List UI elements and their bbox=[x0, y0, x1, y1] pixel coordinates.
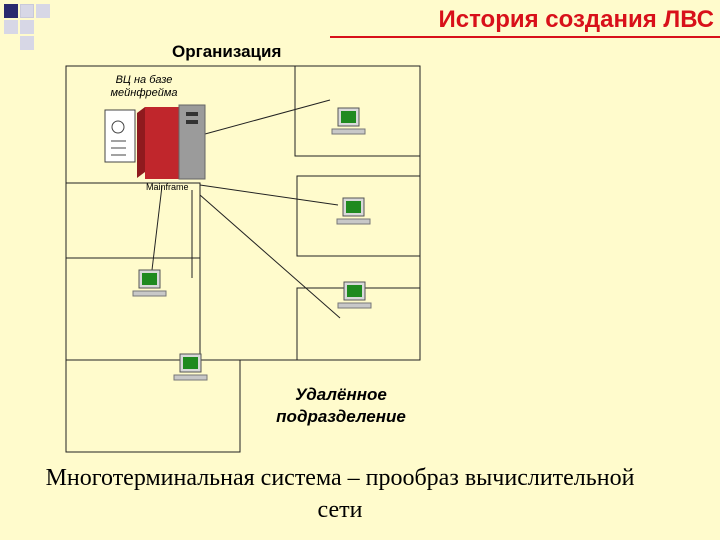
deco-square bbox=[20, 20, 34, 34]
connection-lines bbox=[151, 99, 341, 319]
title-underline bbox=[330, 36, 720, 38]
terminal-keyboard bbox=[132, 290, 167, 297]
remote-division-label: Удалённое подразделение bbox=[276, 385, 406, 426]
terminal-keyboard bbox=[331, 128, 366, 135]
slide-title: История создания ЛВС bbox=[438, 6, 715, 33]
terminal-keyboard bbox=[337, 302, 372, 309]
deco-square bbox=[4, 4, 18, 18]
deco-square bbox=[36, 4, 50, 18]
mainframe-label: Mainframe bbox=[146, 182, 189, 192]
deco-square bbox=[20, 4, 34, 18]
terminal-screen bbox=[347, 285, 362, 297]
mainframe-cabinet-front bbox=[145, 107, 179, 179]
room-outline bbox=[65, 359, 241, 453]
room-outlines bbox=[65, 65, 421, 453]
operator-console bbox=[104, 109, 136, 163]
terminal bbox=[173, 353, 208, 381]
terminal-screen bbox=[341, 111, 356, 123]
terminal bbox=[331, 107, 366, 135]
room-outline bbox=[66, 182, 201, 260]
terminal bbox=[336, 197, 371, 225]
mainframe-cabinet bbox=[137, 107, 145, 178]
terminal-keyboard bbox=[336, 218, 371, 225]
terminal-screen bbox=[183, 357, 198, 369]
mainframe-drive-slot bbox=[186, 120, 198, 124]
mainframe-drive-slot bbox=[186, 112, 198, 116]
terminal bbox=[132, 269, 167, 297]
slide-caption: Многотерминальная система – прообраз выч… bbox=[45, 465, 635, 523]
connection-line bbox=[204, 99, 331, 135]
deco-square bbox=[20, 36, 34, 50]
console-dial bbox=[111, 120, 125, 134]
mainframe-cabinet-grey bbox=[178, 104, 206, 180]
room-outline bbox=[296, 287, 420, 360]
deco-square bbox=[4, 20, 18, 34]
connection-line bbox=[151, 185, 163, 271]
terminals bbox=[132, 107, 372, 381]
terminal-screen bbox=[142, 273, 157, 285]
connection-line bbox=[199, 194, 341, 319]
room-outline bbox=[296, 175, 421, 257]
room-outline bbox=[65, 257, 201, 361]
terminal bbox=[337, 281, 372, 309]
connection-line bbox=[199, 184, 339, 206]
computing-center-label: ВЦ на базе мейнфрейма bbox=[110, 74, 178, 99]
terminal-keyboard bbox=[173, 374, 208, 381]
organization-label: Организация bbox=[172, 42, 282, 61]
room-outline bbox=[294, 65, 421, 157]
computing-center-equipment: Mainframe bbox=[104, 104, 206, 192]
terminal-screen bbox=[346, 201, 361, 213]
